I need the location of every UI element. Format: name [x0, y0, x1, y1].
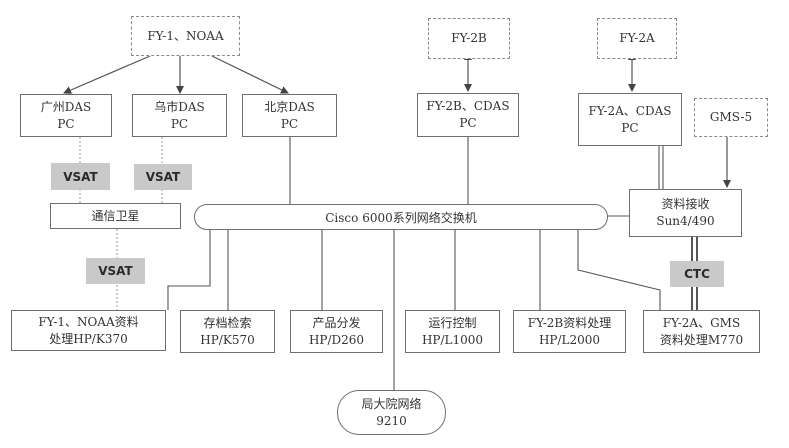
proc-fy1-noaa-model: 处理HP/K370	[49, 331, 128, 346]
communication-satellite: 通信卫星	[50, 203, 181, 229]
data-receiver-sun4: 资料接收 Sun4/490	[629, 189, 742, 237]
proc-fy1-noaa-name: FY-1、NOAA资料	[38, 314, 139, 329]
station-fy2b-cdas-name: FY-2B、CDAS	[426, 99, 510, 113]
campus-network: 局大院网络 9210	[337, 390, 446, 435]
source-fy2a-label: FY-2A	[619, 31, 655, 45]
proc-product-distribution: 产品分发 HP/D260	[290, 310, 383, 353]
campus-network-id: 9210	[376, 413, 407, 428]
arrow-to-guangzhou	[63, 55, 151, 94]
station-guangzhou-pc: PC	[57, 116, 75, 131]
receiver-name: 资料接收	[661, 197, 710, 211]
station-wushi-name: 乌市DAS	[154, 99, 205, 114]
vsat-tag-right: VSAT	[134, 164, 192, 190]
source-fy1-noaa: FY-1、NOAA	[131, 16, 240, 56]
source-fy2a: FY-2A	[597, 18, 677, 59]
proc-fy1-noaa: FY-1、NOAA资料 处理HP/K370	[11, 310, 166, 351]
arrow-to-beijing	[211, 55, 289, 94]
station-wushi-das: 乌市DAS PC	[132, 94, 227, 137]
station-beijing-das: 北京DAS PC	[242, 94, 337, 137]
proc-fy2a-gms: FY-2A、GMS 资料处理M770	[643, 310, 760, 353]
station-guangzhou-das: 广州DAS PC	[20, 94, 112, 137]
station-fy2a-cdas-pc: PC	[621, 120, 639, 135]
source-gms5-label: GMS-5	[709, 110, 753, 124]
station-wushi-pc: PC	[170, 116, 189, 131]
source-gms5: GMS-5	[694, 98, 768, 137]
station-fy2b-cdas-pc: PC	[459, 116, 477, 130]
source-fy2b: FY-2B	[428, 18, 510, 59]
station-fy2a-cdas: FY-2A、CDAS PC	[578, 93, 682, 146]
cisco-6000-switch: Cisco 6000系列网络交换机	[194, 204, 608, 230]
proc-archive-name: 存档检索	[203, 315, 252, 330]
cisco-switch-label: Cisco 6000系列网络交换机	[325, 210, 477, 225]
station-guangzhou-name: 广州DAS	[40, 99, 92, 114]
ctc-tag: CTC	[670, 261, 724, 287]
station-beijing-name: 北京DAS	[264, 99, 315, 114]
proc-distribution-model: HP/D260	[308, 332, 365, 347]
proc-distribution-name: 产品分发	[312, 315, 361, 330]
station-beijing-pc: PC	[280, 116, 299, 131]
vsat-tag-left: VSAT	[51, 163, 110, 190]
campus-network-name: 局大院网络	[361, 396, 422, 411]
vsat-tag-lower: VSAT	[86, 258, 145, 284]
source-fy2b-label: FY-2B	[451, 31, 487, 45]
source-fy1-noaa-label: FY-1、NOAA	[147, 28, 224, 43]
proc-fy2b-model: HP/L2000	[538, 332, 601, 347]
link-bus-fy1-proc	[167, 230, 211, 310]
proc-operation-control: 运行控制 HP/L1000	[405, 310, 500, 353]
proc-fy2a-gms-model: 资料处理M770	[659, 332, 744, 347]
proc-fy2b-data: FY-2B资料处理 HP/L2000	[513, 310, 626, 353]
station-fy2a-cdas-name: FY-2A、CDAS	[588, 103, 672, 118]
proc-control-name: 运行控制	[428, 315, 477, 330]
link-bus-fy2a-proc	[577, 230, 661, 310]
proc-archive-model: HP/K570	[200, 332, 255, 347]
proc-fy2a-gms-name: FY-2A、GMS	[662, 315, 741, 330]
receiver-model: Sun4/490	[656, 214, 715, 228]
communication-satellite-label: 通信卫星	[91, 208, 140, 223]
station-fy2b-cdas: FY-2B、CDAS PC	[417, 93, 519, 137]
proc-control-model: HP/L1000	[421, 332, 484, 347]
proc-fy2b-name: FY-2B资料处理	[527, 315, 612, 330]
proc-archive-retrieval: 存档检索 HP/K570	[180, 310, 275, 353]
